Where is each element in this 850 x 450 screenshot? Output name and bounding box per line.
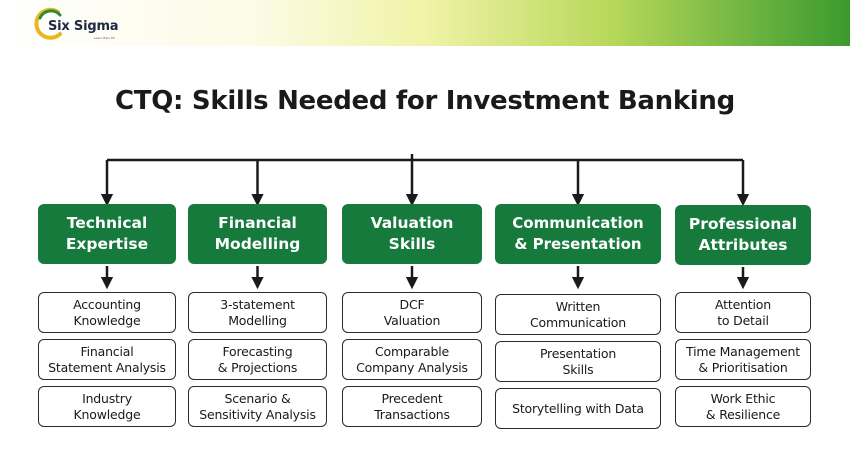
skill-item-dcf-valuation: DCF Valuation — [342, 292, 482, 333]
skill-item-storytelling-with-data: Storytelling with Data — [495, 388, 661, 429]
logo-text: Six Sigma — [48, 19, 119, 34]
page-title: CTQ: Skills Needed for Investment Bankin… — [115, 86, 735, 116]
skill-item-financial-statement-analysis: Financial Statement Analysis — [38, 339, 176, 380]
category-financial-modelling: Financial Modelling — [188, 204, 327, 264]
skill-item-precedent-transactions: Precedent Transactions — [342, 386, 482, 427]
skill-item-work-ethic-resilience: Work Ethic & Resilience — [675, 386, 811, 427]
category-communication-presentation: Communication & Presentation — [495, 204, 661, 264]
skill-item-time-management-prioritisation: Time Management & Prioritisation — [675, 339, 811, 380]
skill-item-comparable-company-analysis: Comparable Company Analysis — [342, 339, 482, 380]
category-valuation-skills: Valuation Skills — [342, 204, 482, 264]
six-sigma-logo[interactable]: Six Sigma Learn Earn Fit — [30, 6, 140, 42]
skill-item-presentation-skills: Presentation Skills — [495, 341, 661, 382]
skill-item-attention-to-detail: Attention to Detail — [675, 292, 811, 333]
skill-item-forecasting-projections: Forecasting & Projections — [188, 339, 327, 380]
skill-item-accounting-knowledge: Accounting Knowledge — [38, 292, 176, 333]
logo-subtext: Learn Earn Fit — [94, 36, 115, 40]
skill-item-scenario-sensitivity-analysis: Scenario & Sensitivity Analysis — [188, 386, 327, 427]
skill-item-industry-knowledge: Industry Knowledge — [38, 386, 176, 427]
logo-ring-icon — [34, 7, 62, 40]
category-professional-attributes: Professional Attributes — [675, 205, 811, 265]
skill-item-3-statement-modelling: 3-statement Modelling — [188, 292, 327, 333]
header-bar: Six Sigma Learn Earn Fit — [0, 0, 850, 46]
category-technical-expertise: Technical Expertise — [38, 204, 176, 264]
skill-item-written-communication: Written Communication — [495, 294, 661, 335]
